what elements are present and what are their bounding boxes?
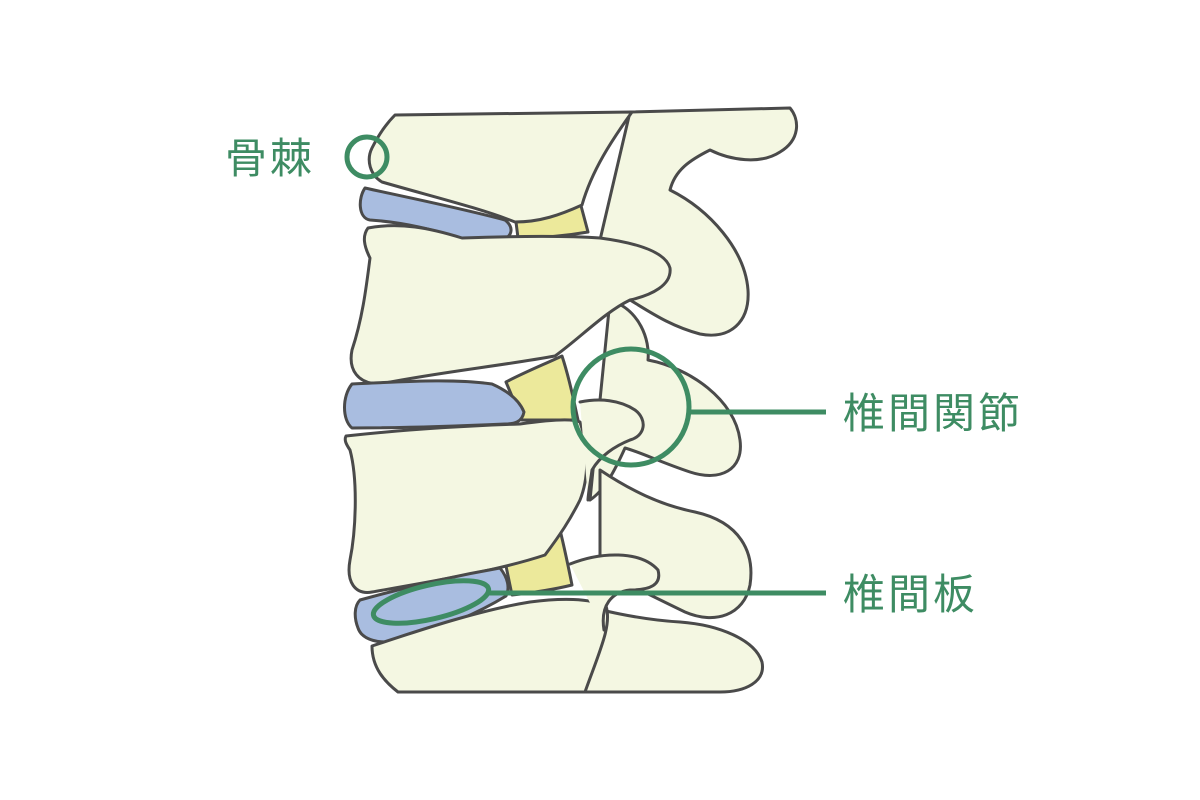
upper-vertebral-body — [349, 224, 672, 386]
facet-joint-marker — [570, 346, 692, 468]
middle-disc — [343, 379, 526, 430]
top-vertebral-body — [367, 110, 634, 224]
facet-articular-process — [578, 398, 645, 502]
bottom-posterior-element — [558, 598, 764, 694]
disc-label: 椎間板 — [843, 570, 978, 619]
osteophyte-marker — [344, 134, 390, 180]
osteophyte-label: 骨棘 — [225, 134, 315, 183]
lower-vertebral-body — [343, 418, 589, 594]
disc-marker — [370, 578, 492, 626]
facet-joint-label: 椎間関節 — [843, 389, 1023, 438]
